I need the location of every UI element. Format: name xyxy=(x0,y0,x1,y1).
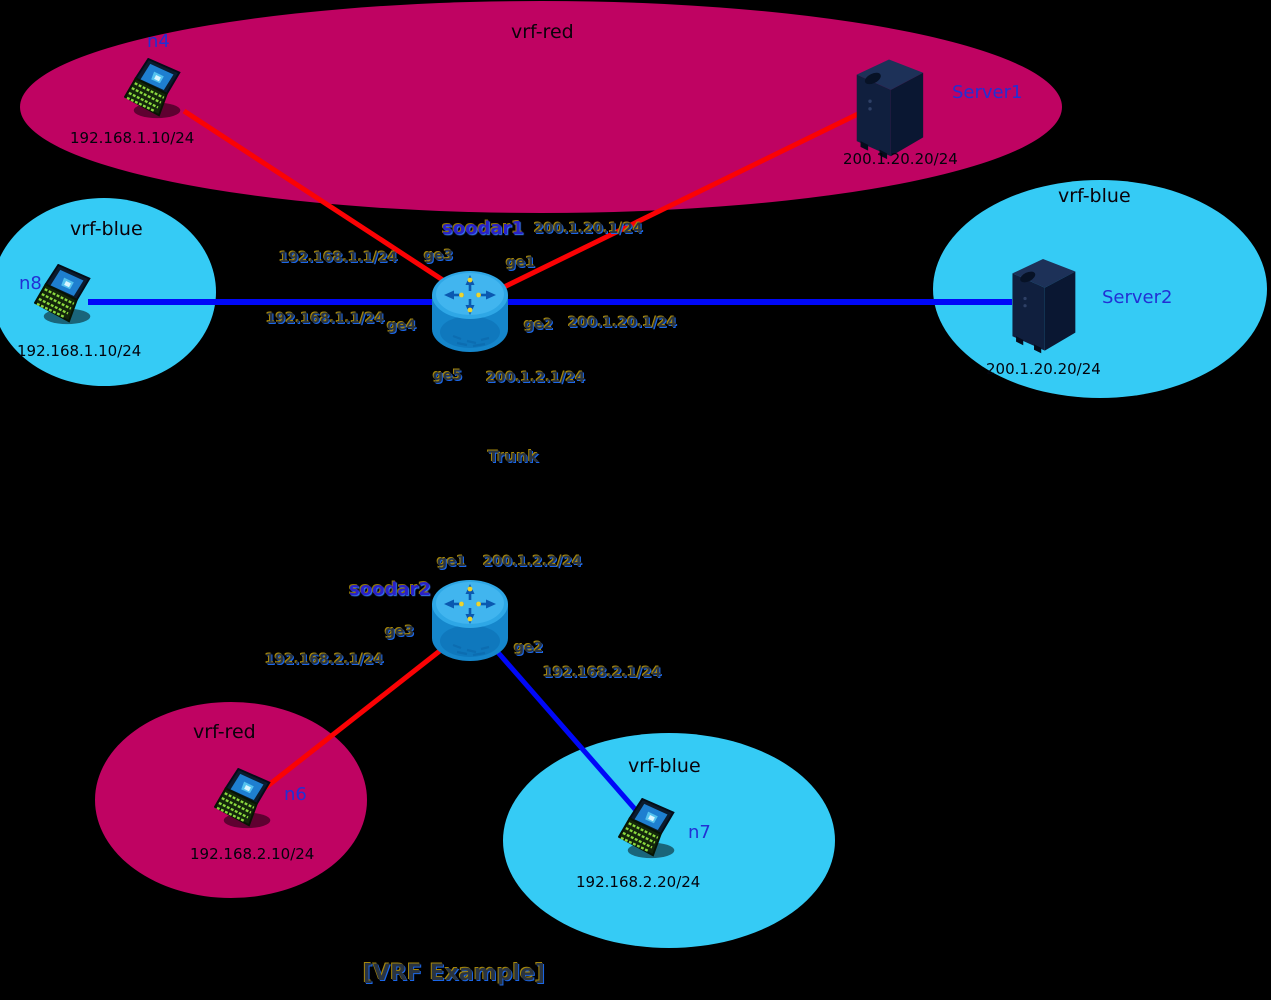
zone-label-vrf-red-bottom: vrf-red xyxy=(193,721,256,743)
zone-vrf-blue-right[interactable] xyxy=(933,180,1267,398)
zone-label-vrf-blue-bottom: vrf-blue xyxy=(628,755,701,777)
node-ip-n7: 192.168.2.20/24 xyxy=(576,873,701,891)
iface-soodar1-ge4: ge4 xyxy=(387,318,417,334)
node-ip-n6: 192.168.2.10/24 xyxy=(190,845,315,863)
node-label-soodar1: soodar1 xyxy=(442,218,524,239)
node-label-n8: n8 xyxy=(19,273,42,294)
link-n4-soodar1[interactable] xyxy=(182,108,457,291)
laptop-icon-n7[interactable] xyxy=(618,798,686,862)
zone-label-vrf-red-top: vrf-red xyxy=(511,21,574,43)
zone-vrf-blue-bottom[interactable] xyxy=(503,733,835,948)
node-label-server1: Server1 xyxy=(952,82,1023,103)
link-soodar2-n7[interactable] xyxy=(486,639,650,826)
laptop-icon-n8[interactable] xyxy=(34,264,102,328)
node-label-n6: n6 xyxy=(284,784,307,805)
trunk-label: Trunk xyxy=(488,447,539,466)
node-label-server2: Server2 xyxy=(1102,287,1173,308)
iface-soodar2-ge2: ge2 xyxy=(514,640,544,656)
iface-ip-soodar1-ge5: 200.1.2.1/24 xyxy=(486,370,585,386)
iface-soodar1-ge5: ge5 xyxy=(433,368,463,384)
node-label-n4: n4 xyxy=(147,31,170,52)
iface-ip-soodar2-ge3: 192.168.2.1/24 xyxy=(265,652,384,668)
node-label-soodar2: soodar2 xyxy=(349,579,431,600)
zone-label-vrf-blue-right: vrf-blue xyxy=(1058,185,1131,207)
iface-ip-soodar1-ge1: 200.1.20.1/24 xyxy=(534,221,643,237)
iface-soodar2-ge3: ge3 xyxy=(385,624,415,640)
iface-soodar1-ge1: ge1 xyxy=(506,255,536,271)
node-ip-server2: 200.1.20.20/24 xyxy=(986,360,1101,378)
iface-ip-soodar1-ge4: 192.168.1.1/24 xyxy=(266,311,385,327)
iface-soodar1-ge3: ge3 xyxy=(424,248,454,264)
node-ip-server1: 200.1.20.20/24 xyxy=(843,150,958,168)
zone-label-vrf-blue-left: vrf-blue xyxy=(70,218,143,240)
laptop-icon-n6[interactable] xyxy=(214,768,282,832)
node-label-n7: n7 xyxy=(688,822,711,843)
iface-ip-soodar1-ge2: 200.1.20.1/24 xyxy=(568,315,677,331)
laptop-icon-n4[interactable] xyxy=(124,58,192,122)
iface-soodar1-ge2: ge2 xyxy=(524,317,554,333)
server-icon-server2[interactable] xyxy=(1000,250,1086,356)
router-icon-soodar2[interactable] xyxy=(431,574,509,666)
diagram-caption: [VRF Example] xyxy=(363,961,545,986)
iface-ip-soodar2-ge1: 200.1.2.2/24 xyxy=(483,554,582,570)
link-soodar2-n6[interactable] xyxy=(263,644,448,790)
router-icon-soodar1[interactable] xyxy=(431,268,509,354)
iface-soodar2-ge1: ge1 xyxy=(437,554,467,570)
node-ip-n4: 192.168.1.10/24 xyxy=(70,129,195,147)
node-ip-n8: 192.168.1.10/24 xyxy=(17,342,142,360)
server-icon-server1[interactable] xyxy=(845,50,933,162)
zone-vrf-blue-left[interactable] xyxy=(0,198,216,386)
iface-ip-soodar2-ge2: 192.168.2.1/24 xyxy=(543,665,662,681)
link-server1-soodar1[interactable] xyxy=(502,109,864,290)
iface-ip-soodar1-ge3: 192.168.1.1/24 xyxy=(279,250,398,266)
